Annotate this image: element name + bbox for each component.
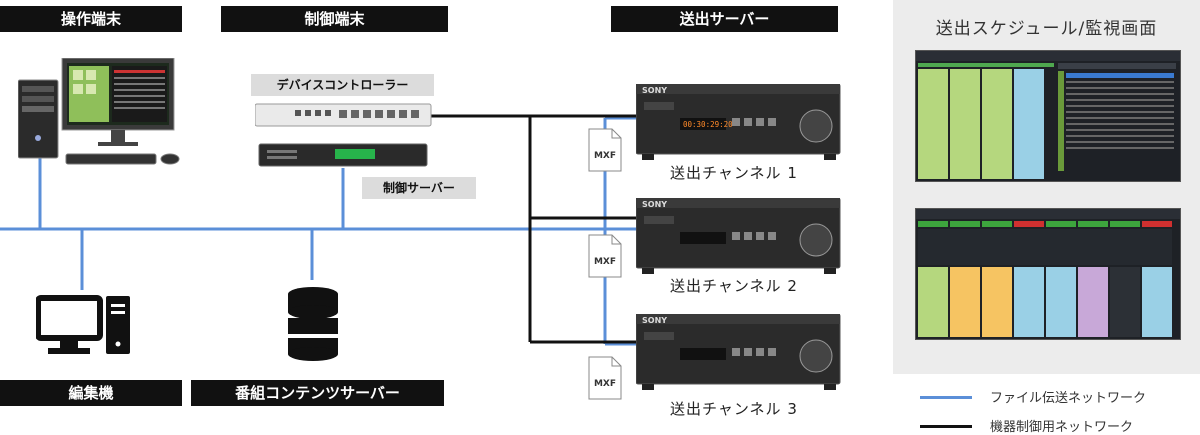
header-content-server: 番組コンテンツサーバー <box>191 380 444 406</box>
device-brand: SONY <box>642 200 667 209</box>
mxf-text: MXF <box>594 257 616 267</box>
channel-label-1: 送出チャンネル 1 <box>670 164 798 182</box>
playout-device-2: SONY <box>636 198 841 274</box>
control-network-lines <box>430 114 636 344</box>
device-timecode: 00:30:29:20 <box>683 120 733 129</box>
header-editor: 編集機 <box>0 380 182 406</box>
legend-control-network-label: 機器制御用ネットワーク <box>990 420 1134 435</box>
header-playout-server: 送出サーバー <box>611 6 838 32</box>
mxf-file-icon: MXF <box>588 128 622 172</box>
mxf-file-icon: MXF <box>588 234 622 278</box>
database-server-icon <box>287 287 339 361</box>
header-operation-terminal: 操作端末 <box>0 6 182 32</box>
device-brand: SONY <box>642 86 667 95</box>
legend-file-network-label: ファイル伝送ネットワーク <box>990 391 1147 406</box>
workstation-icon <box>18 58 180 165</box>
device-controller-icon <box>255 103 432 167</box>
schedule-monitor-panel: 送出スケジュール/監視画面 <box>893 0 1200 374</box>
playout-device-1: SONY 00:30:29:20 <box>636 84 841 160</box>
control-server-label: 制御サーバー <box>362 177 476 199</box>
panel-title: 送出スケジュール/監視画面 <box>935 19 1158 39</box>
device-controller-label: デバイスコントローラー <box>251 74 434 96</box>
channel-label-2: 送出チャンネル 2 <box>670 277 798 295</box>
header-control-terminal: 制御端末 <box>221 6 448 32</box>
mxf-text: MXF <box>594 151 616 161</box>
mxf-file-icon: MXF <box>588 356 622 400</box>
mxf-text: MXF <box>594 379 616 389</box>
legend-control-network-line <box>920 425 972 428</box>
channel-label-3: 送出チャンネル 3 <box>670 400 798 418</box>
schedule-screenshot-1 <box>915 50 1181 182</box>
playout-device-3: SONY <box>636 314 841 390</box>
device-brand: SONY <box>642 316 667 325</box>
desktop-computer-icon <box>36 295 130 354</box>
monitor-screenshot-2 <box>915 208 1181 340</box>
legend-file-network-line <box>920 396 972 399</box>
